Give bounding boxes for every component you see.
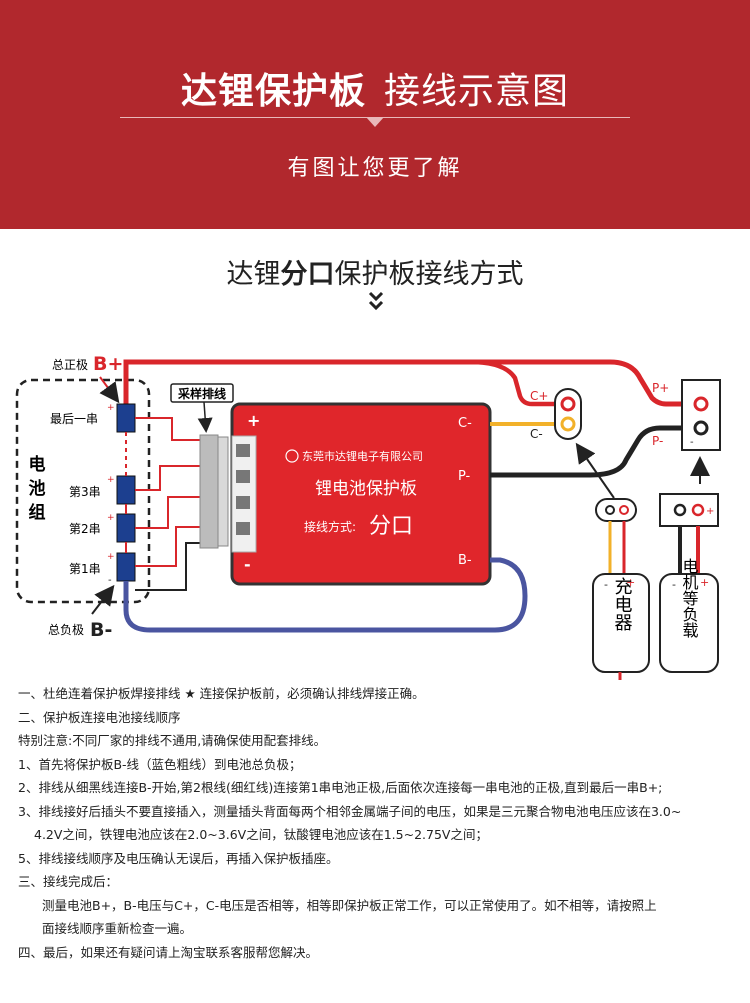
- double-chevron-down-icon: [368, 291, 384, 311]
- wiring-diagram: 电 池 组 + + + + - 总正极 B+ 最后一串 第3串 第2串 第1串 …: [15, 353, 721, 680]
- svg-text:-: -: [604, 578, 608, 591]
- sampling-wires: [135, 417, 205, 591]
- pin-p-minus: P-: [458, 469, 471, 484]
- note-2: 二、保护板连接电池接线顺序: [18, 709, 181, 725]
- svg-text:+: +: [107, 513, 115, 523]
- board-minus: -: [244, 555, 251, 574]
- header-divider-notch: [366, 117, 384, 127]
- svg-text:+: +: [107, 552, 115, 562]
- svg-text:+: +: [107, 403, 115, 413]
- board-name: 锂电池保护板: [315, 479, 417, 499]
- cell-2: [116, 513, 136, 543]
- b-minus-wire: [123, 557, 528, 633]
- svg-text:-: -: [690, 437, 694, 448]
- cells: + + + + -: [107, 403, 136, 586]
- svg-text:+: +: [107, 475, 115, 485]
- note-3: 特别注意:不同厂家的排线不通用,请确保使用配套排线。: [18, 733, 327, 748]
- note-5: 2、排线从细黑线连接B-开始,第2根线(细红线)连接第1串电池正极,后面依次连接…: [18, 780, 663, 795]
- board-mode-value: 分口: [369, 514, 413, 539]
- header-banner: 达锂保护板接线示意图 有图让您更了解: [0, 0, 750, 229]
- battery-pack-label-2: 池: [29, 478, 46, 499]
- note-1: 一、杜绝连着保护板焊接排线 ★ 连接保护板前，必须确认排线焊接正确。: [18, 686, 425, 701]
- load-plug: [659, 493, 719, 527]
- battery-pack-label-3: 组: [29, 502, 46, 523]
- ext-c-minus: C-: [530, 427, 543, 441]
- b-minus-label: B-: [90, 619, 112, 641]
- cell-last: [116, 403, 136, 433]
- section-title: 达锂分口保护板接线方式: [226, 259, 524, 290]
- svg-text:-: -: [108, 575, 112, 586]
- sampling-harness-label: 采样排线: [177, 386, 226, 401]
- ext-p-plus: P+: [652, 381, 669, 395]
- battery-pack-label-1: 电: [29, 454, 46, 475]
- pack-negative-label: 总负极: [48, 623, 84, 637]
- note-4: 1、首先将保护板B-线（蓝色粗线）到电池总负极；: [18, 756, 302, 772]
- cell-3: [116, 475, 136, 505]
- note-11: 面接线顺序重新检查一遍。: [42, 921, 193, 936]
- sampling-connector: [199, 434, 219, 549]
- b-plus-label: B+: [93, 353, 123, 375]
- cell-1: [116, 552, 136, 582]
- charger-plug: [595, 498, 637, 522]
- load-label: 电机等负载: [680, 558, 699, 639]
- note-6: 3、排线接好后插头不要直接插入，测量插头背面每两个相邻金属端子间的电压，如果是三…: [18, 803, 682, 819]
- company-logo-icon: [285, 449, 299, 463]
- note-12: 四、最后，如果还有疑问请上淘宝联系客服帮您解决。: [18, 944, 319, 960]
- cell-3-label: 第3串: [69, 485, 101, 499]
- svg-text:+: +: [626, 576, 635, 589]
- page-subtitle: 有图让您更了解: [287, 156, 463, 181]
- board-mode-label: 接线方式:: [304, 519, 356, 534]
- ext-c-plus: C+: [530, 389, 548, 403]
- note-7: 4.2V之间，铁锂电池应该在2.0~3.6V之间，钛酸锂电池应该在1.5~2.7…: [34, 827, 488, 842]
- pack-positive-label: 总正极: [52, 358, 88, 372]
- board-plus: +: [247, 411, 260, 430]
- note-9: 三、接线完成后：: [18, 874, 119, 889]
- discharge-port: [681, 379, 721, 451]
- svg-text:-: -: [672, 578, 676, 591]
- cell-1-label: 第1串: [69, 562, 101, 576]
- charger-label: 充电器: [612, 577, 633, 631]
- pin-c-minus: C-: [458, 416, 472, 431]
- page-title: 达锂保护板接线示意图: [180, 71, 570, 112]
- note-8: 5、排线接线顺序及电压确认无误后，再插入保护板插座。: [18, 850, 339, 866]
- cell-2-label: 第2串: [69, 522, 101, 536]
- sampling-harness-tag: [170, 383, 234, 403]
- board-company: 东莞市达锂电子有限公司: [302, 449, 423, 463]
- c-plus-wire: [452, 359, 566, 407]
- b-plus-wire: [123, 359, 700, 407]
- instructions: 一、杜绝连着保护板焊接排线 ★ 连接保护板前，必须确认排线焊接正确。 二、保护板…: [18, 682, 743, 964]
- svg-text:+: +: [706, 506, 714, 517]
- p-minus-wire: [490, 425, 700, 478]
- svg-text:+: +: [700, 576, 709, 589]
- load-box: [659, 573, 719, 673]
- note-10: 测量电池B+，B-电压与C+，C-电压是否相等，相等即保护板正常工作，可以正常使…: [42, 897, 657, 913]
- ext-p-minus: P-: [652, 434, 663, 448]
- cell-last-label: 最后一串: [50, 412, 98, 426]
- pin-b-minus: B-: [458, 553, 472, 568]
